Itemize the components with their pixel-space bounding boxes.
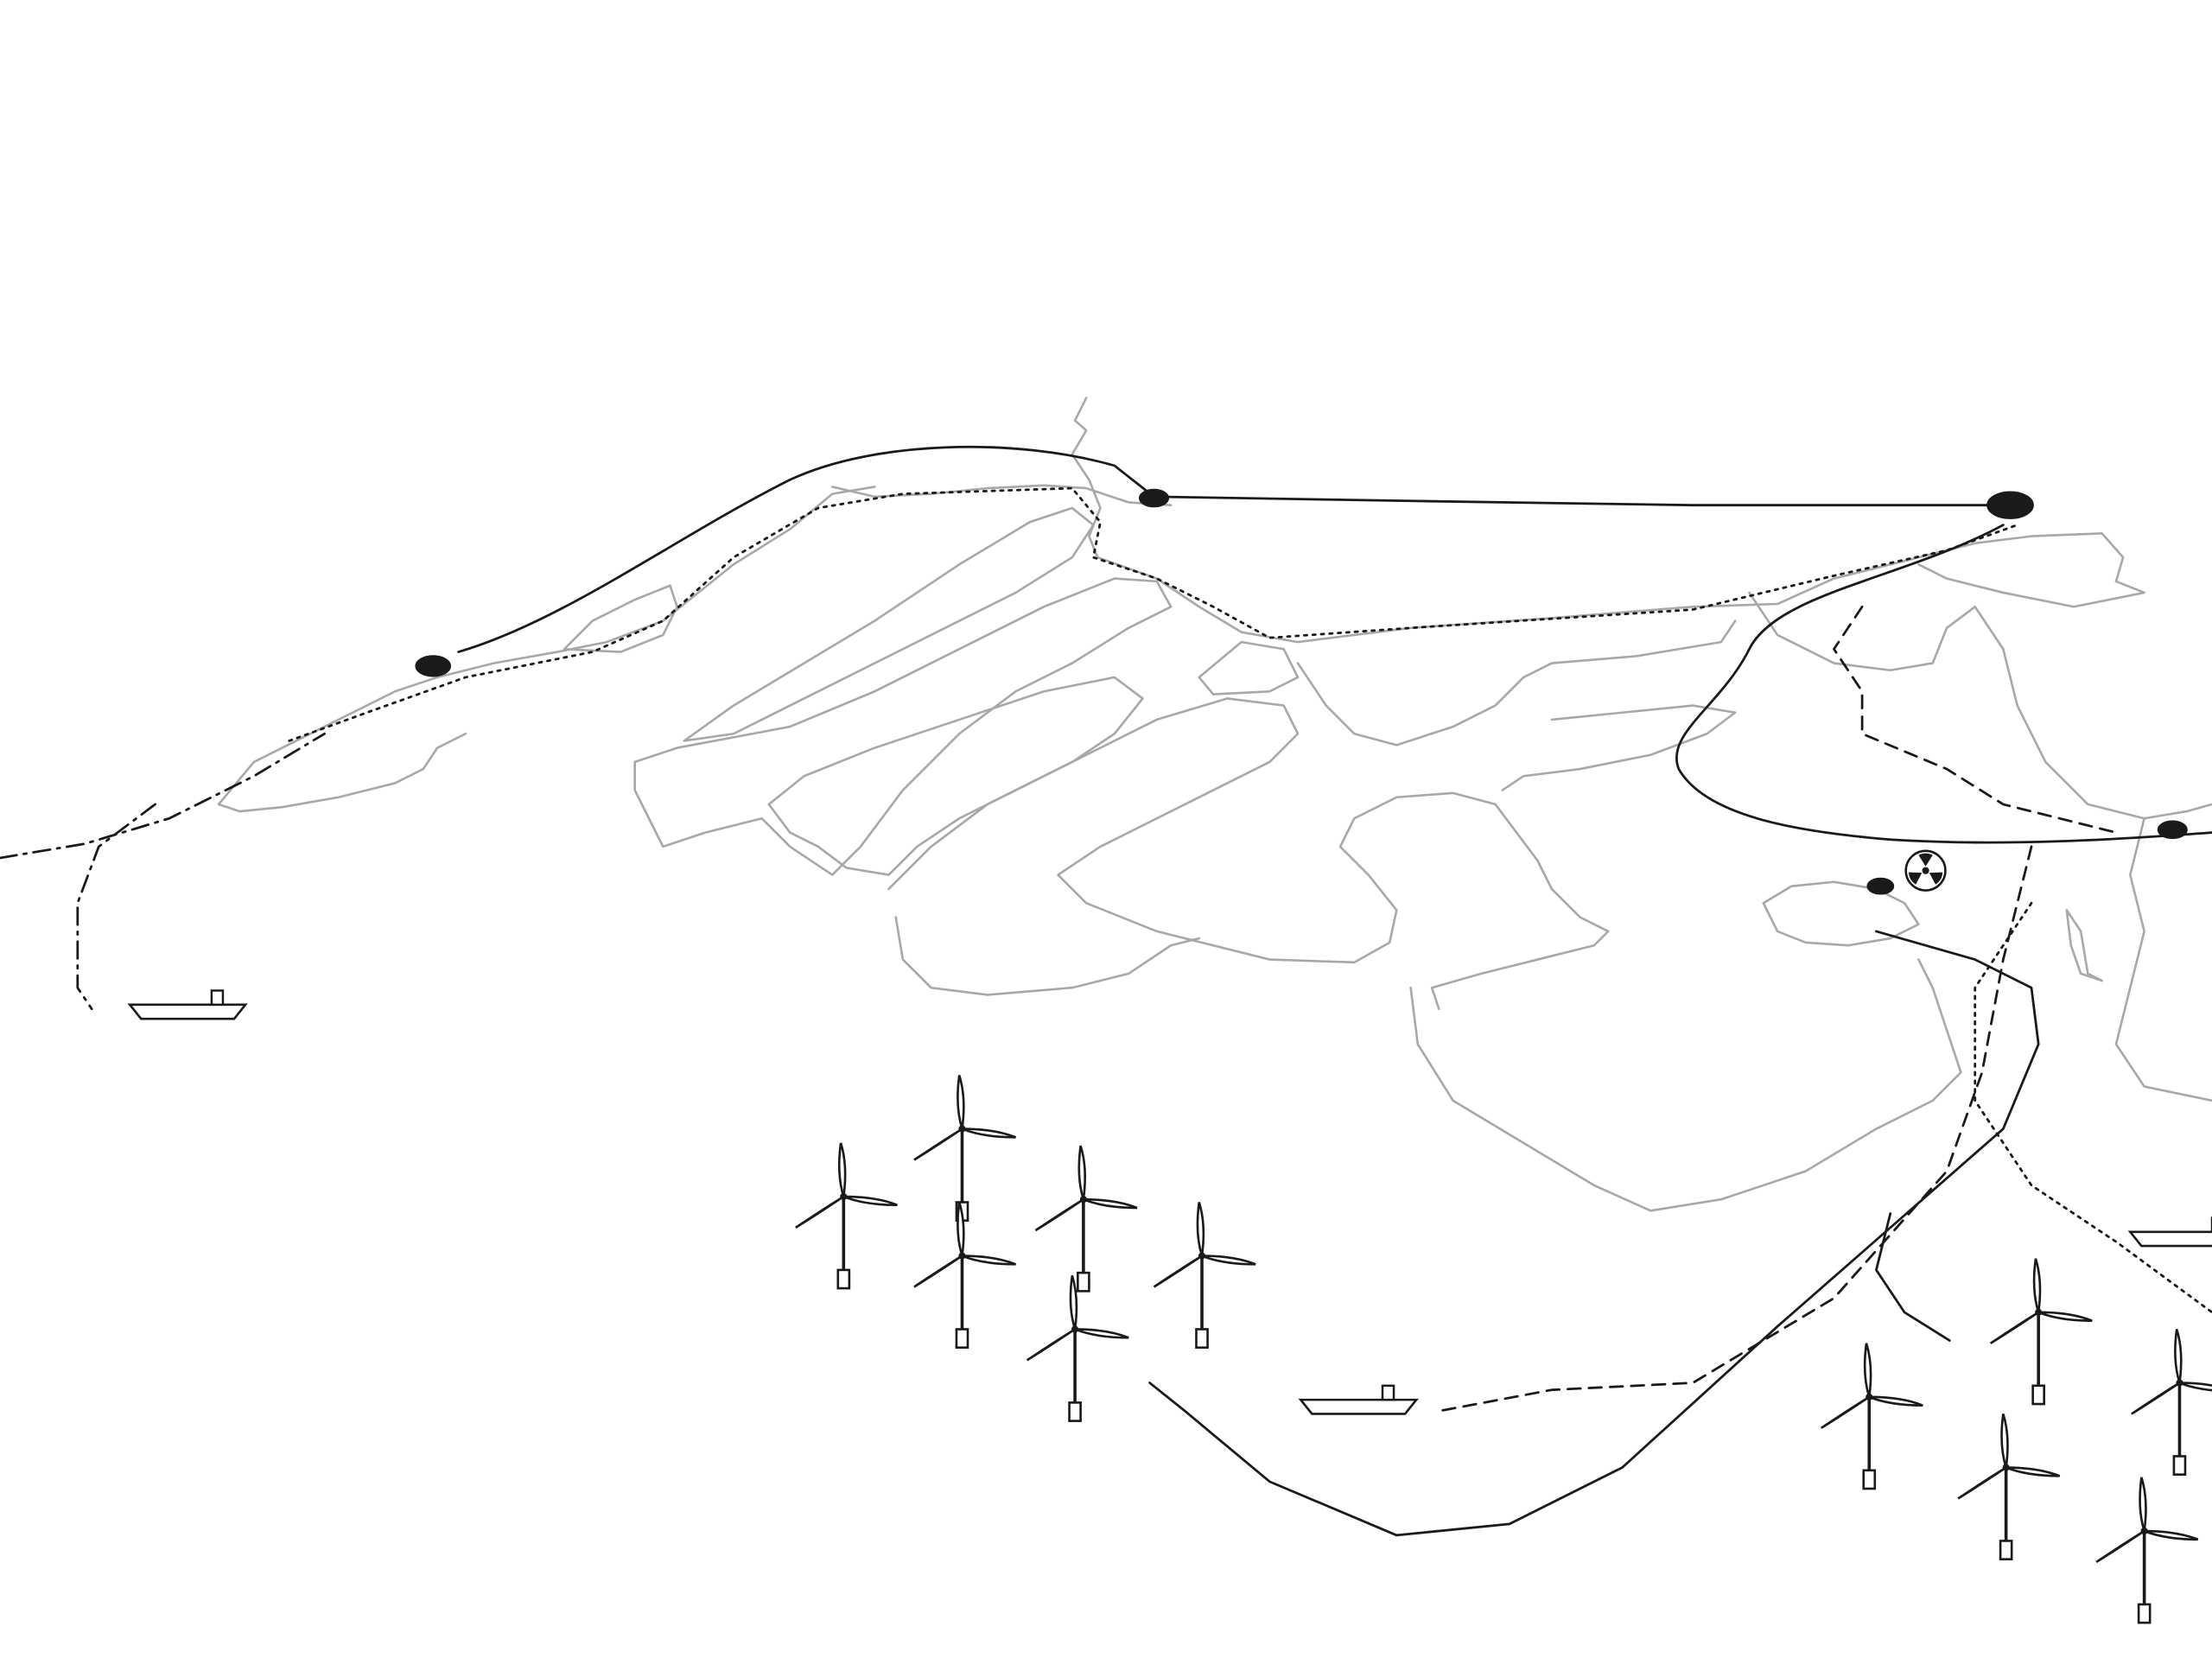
ships <box>127 989 2212 1415</box>
port-marker <box>1138 488 1170 508</box>
wind-turbine <box>2131 1329 2212 1476</box>
cable-spur <box>1875 1212 1951 1342</box>
cable-route-north <box>457 445 2005 653</box>
ship-icon <box>2127 1217 2212 1248</box>
cable-route-east <box>1675 524 2212 844</box>
wind-farm <box>795 1075 2212 1624</box>
wind-turbine <box>795 1142 898 1290</box>
rail-route <box>288 486 2019 742</box>
port-marker <box>2157 820 2188 840</box>
dotted-route-southeast <box>1974 901 2212 1314</box>
wind-turbine <box>1026 1275 1129 1422</box>
wind-turbine <box>2095 1477 2199 1624</box>
wind-turbine <box>1034 1145 1138 1293</box>
wind-turbine <box>1153 1202 1256 1350</box>
wind-turbine <box>1957 1413 2061 1560</box>
port-marker <box>1986 491 2034 519</box>
shipping-lane-east <box>1833 605 2118 834</box>
shipping-lane-south <box>1437 845 2033 1413</box>
wind-turbine <box>913 1075 1016 1223</box>
routes <box>0 445 2212 1537</box>
ship-icon <box>1298 1384 1419 1415</box>
ship-icon <box>127 989 248 1020</box>
wind-turbine <box>913 1202 1016 1350</box>
cable-route-south <box>1148 930 2040 1537</box>
coastline <box>217 397 2212 1212</box>
wind-turbine <box>1821 1343 1923 1490</box>
port-marker <box>415 655 452 677</box>
dashed-route-west <box>0 732 326 1011</box>
port-marker <box>1866 877 1895 895</box>
wind-turbine <box>1989 1258 2093 1406</box>
port-markers <box>415 488 2188 895</box>
radiation-icon <box>1904 849 1947 892</box>
